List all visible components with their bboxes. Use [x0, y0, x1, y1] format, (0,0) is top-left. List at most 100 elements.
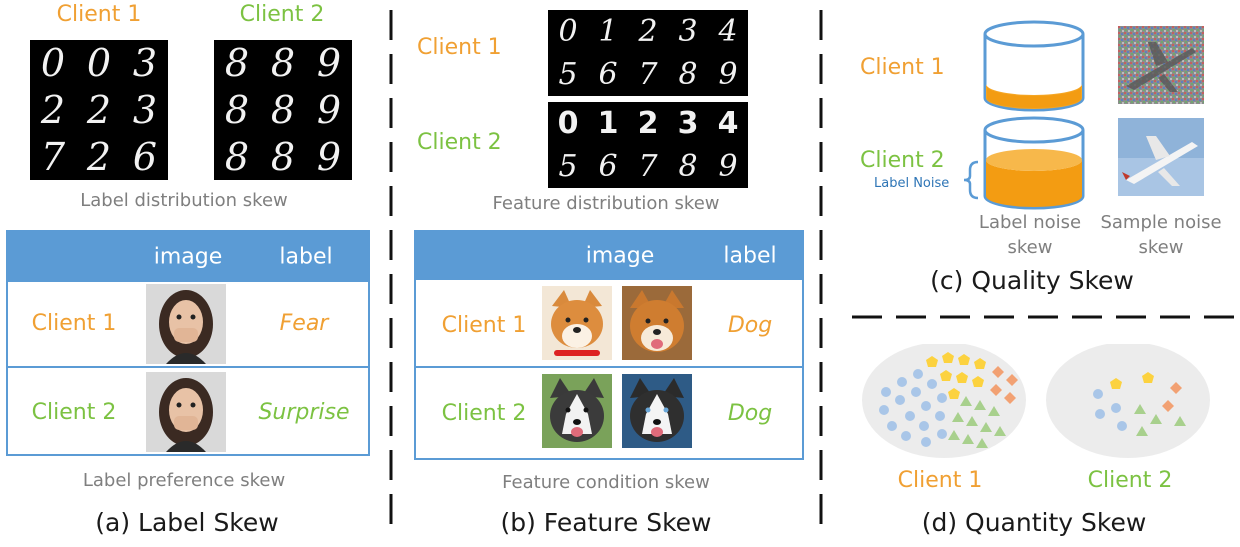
quality-skew-client2-heading: Client 2: [860, 148, 945, 173]
digit-cell: 2: [629, 11, 667, 52]
digit-cell: 0: [77, 41, 121, 86]
table-header: image label: [8, 232, 368, 282]
label-noise-brace: [963, 160, 979, 200]
digit-cell: 8: [215, 41, 259, 86]
separator-dashed-right: [819, 10, 823, 530]
row-divider: [8, 366, 368, 368]
digit-cell: 2: [629, 103, 667, 144]
sample-noise-caption-line2: skew: [1138, 237, 1184, 258]
feature-skew-table: image label Client 1 Dog Client 2 Dog: [414, 230, 804, 460]
digit-cell: 9: [307, 87, 351, 133]
mnist-grid-feature-client1: 0 1 2 3 4 5 6 7 8 9: [548, 10, 748, 96]
mnist-grid-client2: 8 8 9 8 8 9 8 8 9: [214, 40, 352, 180]
client2-green-triangles: [1134, 404, 1186, 436]
row2-client: Client 2: [31, 400, 117, 425]
feature-condition-caption: Feature condition skew: [502, 472, 710, 493]
client1-blue-dots: [879, 369, 947, 447]
digit-cell: 3: [669, 103, 707, 144]
digit-cell: 3: [123, 41, 167, 86]
husky-dog-image: [542, 374, 612, 448]
digit-cell: 9: [307, 134, 351, 179]
row1-label: Dog: [727, 313, 773, 338]
digit-cell: 3: [669, 11, 707, 52]
digit-cell: 8: [669, 146, 707, 187]
client1-green-triangles: [948, 396, 1006, 448]
label-skew-client2-heading: Client 2: [239, 2, 325, 27]
fear-face-image: [146, 284, 226, 364]
digit-cell: 6: [123, 134, 167, 179]
sample-noise-caption-line1: Sample noise: [1100, 212, 1222, 233]
col-label-header: label: [723, 243, 777, 269]
digit-cell: 2: [77, 87, 121, 133]
client2-data-ellipse: [1046, 344, 1210, 458]
husky-dog-image: [622, 374, 692, 448]
label-skew-title: (a) Label Skew: [95, 508, 279, 537]
label-noise-cylinder-client1: [983, 20, 1085, 112]
digit-cell: 4: [709, 103, 747, 144]
shiba-dog-image: [542, 286, 612, 360]
table-header: image label: [416, 232, 802, 280]
feature-skew-client2-heading: Client 2: [417, 130, 502, 155]
digit-cell: 0: [549, 11, 587, 52]
digit-cell: 8: [261, 134, 305, 179]
client1-yellow-pentagons: [926, 352, 986, 399]
digit-cell: 7: [31, 134, 75, 179]
label-noise-caption-line1: Label noise: [978, 212, 1082, 233]
clean-airplane-image: [1118, 118, 1204, 196]
row-divider: [416, 366, 802, 368]
label-noise-tag: Label Noise: [874, 176, 950, 191]
digit-cell: 0: [31, 41, 75, 86]
digit-cell: 0: [549, 103, 587, 144]
quantity-skew-client1-label: Client 1: [897, 468, 983, 493]
digit-cell: 8: [215, 134, 259, 179]
digit-cell: 7: [629, 54, 667, 95]
digit-cell: 2: [31, 87, 75, 133]
digit-cell: 8: [261, 41, 305, 86]
row1-client: Client 1: [31, 311, 117, 336]
quantity-skew-title: (d) Quantity Skew: [921, 508, 1147, 537]
digit-cell: 9: [709, 54, 747, 95]
row2-client: Client 2: [441, 401, 527, 426]
digit-cell: 1: [589, 11, 627, 52]
digit-cell: 5: [549, 54, 587, 95]
separator-dashed-horizontal: [852, 315, 1238, 319]
digit-cell: 9: [307, 41, 351, 86]
digit-cell: 8: [261, 87, 305, 133]
row1-client: Client 1: [441, 313, 527, 338]
quality-skew-client1-heading: Client 1: [860, 55, 945, 80]
row1-label: Fear: [279, 311, 329, 336]
digit-cell: 6: [589, 54, 627, 95]
label-preference-caption: Label preference skew: [82, 470, 286, 491]
row2-label: Surprise: [258, 400, 350, 425]
digit-cell: 7: [629, 146, 667, 187]
digit-cell: 6: [589, 146, 627, 187]
quantity-skew-illustration: [862, 344, 1210, 458]
noisy-airplane-image: [1118, 26, 1204, 104]
feature-skew-client1-heading: Client 1: [417, 35, 502, 60]
quality-skew-title: (c) Quality Skew: [930, 266, 1134, 295]
label-noise-caption-line2: skew: [1007, 237, 1053, 258]
shiba-dog-image: [622, 286, 692, 360]
separator-dashed-left: [389, 10, 393, 530]
feature-skew-title: (b) Feature Skew: [500, 508, 712, 537]
client1-coral-diamonds: [990, 366, 1018, 404]
client2-blue-dots: [1093, 389, 1127, 431]
digit-cell: 5: [549, 146, 587, 187]
label-skew-table: image label Client 1 Fear Client 2 Surpr…: [6, 230, 370, 456]
mnist-grid-client1: 0 0 3 2 2 3 7 2 6: [30, 40, 168, 180]
label-noise-cylinder-client2: [983, 116, 1085, 210]
digit-cell: 8: [669, 54, 707, 95]
quantity-skew-client2-label: Client 2: [1087, 468, 1173, 493]
surprise-face-image: [146, 372, 226, 452]
client2-yellow-pentagons: [1110, 372, 1154, 389]
digit-cell: 3: [123, 87, 167, 133]
digit-cell: 9: [709, 146, 747, 187]
digit-cell: 1: [589, 103, 627, 144]
client2-coral-diamonds: [1162, 382, 1182, 412]
row2-label: Dog: [727, 401, 773, 426]
label-skew-client1-heading: Client 1: [56, 2, 142, 27]
digit-cell: 8: [215, 87, 259, 133]
digit-cell: 2: [77, 134, 121, 179]
col-label-header: label: [279, 244, 333, 270]
digit-cell: 4: [709, 11, 747, 52]
